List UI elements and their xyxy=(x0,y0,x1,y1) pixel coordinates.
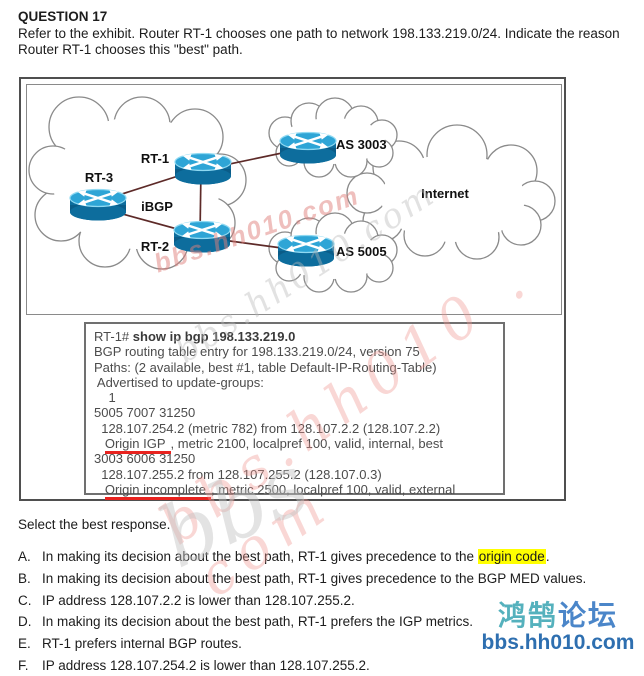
forum-logo: 鸿鹄论坛 bbs.hh010.com xyxy=(474,600,642,654)
option-c: C. IP address 128.107.2.2 is lower than 1… xyxy=(18,590,586,612)
cli-indent xyxy=(94,436,105,451)
option-f-text: IP address 128.107.254.2 is lower than 1… xyxy=(42,657,370,673)
network-diagram-box: RT-1 RT-3 iBGP RT-2 AS 3003 AS 5005 Inte… xyxy=(26,84,562,315)
forum-logo-title-part1: 鸿鹄 xyxy=(497,600,558,631)
label-internet: Internet xyxy=(421,186,469,201)
question-number: QUESTION 17 xyxy=(18,9,108,24)
cli-line: BGP routing table entry for 198.133.219.… xyxy=(94,344,420,360)
bgp-output-panel: RT-1# show ip bgp 198.133.219.0 BGP rout… xyxy=(84,322,505,500)
cli-line: Paths: (2 available, best #1, table Defa… xyxy=(94,359,437,375)
cli-line: 128.107.254.2 (metric 782) from 128.107.… xyxy=(94,420,441,436)
cli-line: 128.107.255.2 from 128.107.255.2 (128.10… xyxy=(94,466,382,482)
router-icon-rt1 xyxy=(173,152,233,186)
option-b-text: In making its decision about the best pa… xyxy=(42,570,587,586)
question-text-line1: Refer to the exhibit. Router RT-1 choose… xyxy=(18,26,620,41)
option-b: B. In making its decision about the best … xyxy=(18,568,586,590)
cli-line-origin-igp: Origin IGP, metric 2100, localpref 100, … xyxy=(94,436,503,455)
option-a-letter: A. xyxy=(18,549,31,564)
exhibit-frame: RT-1 RT-3 iBGP RT-2 AS 3003 AS 5005 Inte… xyxy=(19,77,566,501)
option-c-text: IP address 128.107.2.2 is lower than 128… xyxy=(42,592,355,608)
router-icon-rt2 xyxy=(172,220,232,254)
label-rt1: RT-1 xyxy=(141,151,169,166)
option-f: F. IP address 128.107.254.2 is lower than… xyxy=(18,655,586,676)
answer-options: A. In making its decision about the best … xyxy=(18,546,586,676)
cli-line: 3003 6006 31250 xyxy=(94,451,196,467)
cli-line: 5005 7007 31250 xyxy=(94,405,196,421)
question-text: Refer to the exhibit. Router RT-1 choose… xyxy=(18,26,624,57)
router-icon-as3003 xyxy=(278,131,338,165)
network-diagram: RT-1 RT-3 iBGP RT-2 AS 3003 AS 5005 Inte… xyxy=(28,96,556,293)
cli-command: show ip bgp 198.133.219.0 xyxy=(132,329,296,344)
select-prompt: Select the best response. xyxy=(18,517,171,532)
option-e-text: RT-1 prefers internal BGP routes. xyxy=(42,636,242,652)
label-as3003: AS 3003 xyxy=(336,137,387,152)
option-f-letter: F. xyxy=(18,657,29,673)
option-a-period: . xyxy=(545,549,550,564)
option-a-highlight: origin code xyxy=(477,549,546,564)
cli-line-rest: , metric 2500, localpref 100, valid, ext… xyxy=(211,481,456,497)
cli-line: Advertised to update-groups: xyxy=(94,374,264,390)
cli-line-origin-incomplete: Origin incomplete, metric 2500, localpre… xyxy=(94,481,503,500)
router-icon-rt3 xyxy=(68,188,128,222)
option-d-text: In making its decision about the best pa… xyxy=(42,614,473,630)
origin-incomplete-underlined: Origin incomplete xyxy=(104,481,211,500)
cli-indent xyxy=(94,482,105,497)
option-c-letter: C. xyxy=(18,592,32,608)
label-ibgp: iBGP xyxy=(141,199,173,214)
label-as5005: AS 5005 xyxy=(336,244,387,259)
router-icon-as5005 xyxy=(276,234,336,268)
option-d-letter: D. xyxy=(18,614,32,630)
cli-line-rest: , metric 2100, localpref 100, valid, int… xyxy=(170,436,443,452)
option-b-letter: B. xyxy=(18,570,31,586)
option-a: A. In making its decision about the best … xyxy=(18,546,586,568)
cli-prompt: RT-1# xyxy=(94,329,133,344)
question-text-line2: Router RT-1 chooses this "best" path. xyxy=(18,41,243,57)
option-e-letter: E. xyxy=(18,636,31,652)
label-rt2: RT-2 xyxy=(141,239,169,254)
option-e: E. RT-1 prefers internal BGP routes. xyxy=(18,633,586,655)
cli-line: 1 xyxy=(94,390,116,406)
cli-command-line: RT-1# show ip bgp 198.133.219.0 xyxy=(94,329,503,344)
origin-igp-underlined: Origin IGP xyxy=(104,436,171,455)
option-d: D. In making its decision about the best … xyxy=(18,611,586,633)
label-rt3: RT-3 xyxy=(85,170,113,185)
forum-logo-title: 鸿鹄论坛 xyxy=(474,600,642,632)
forum-logo-title-part2: 论坛 xyxy=(558,600,619,631)
forum-logo-url: bbs.hh010.com xyxy=(481,631,635,654)
option-a-text: In making its decision about the best pa… xyxy=(42,549,478,564)
